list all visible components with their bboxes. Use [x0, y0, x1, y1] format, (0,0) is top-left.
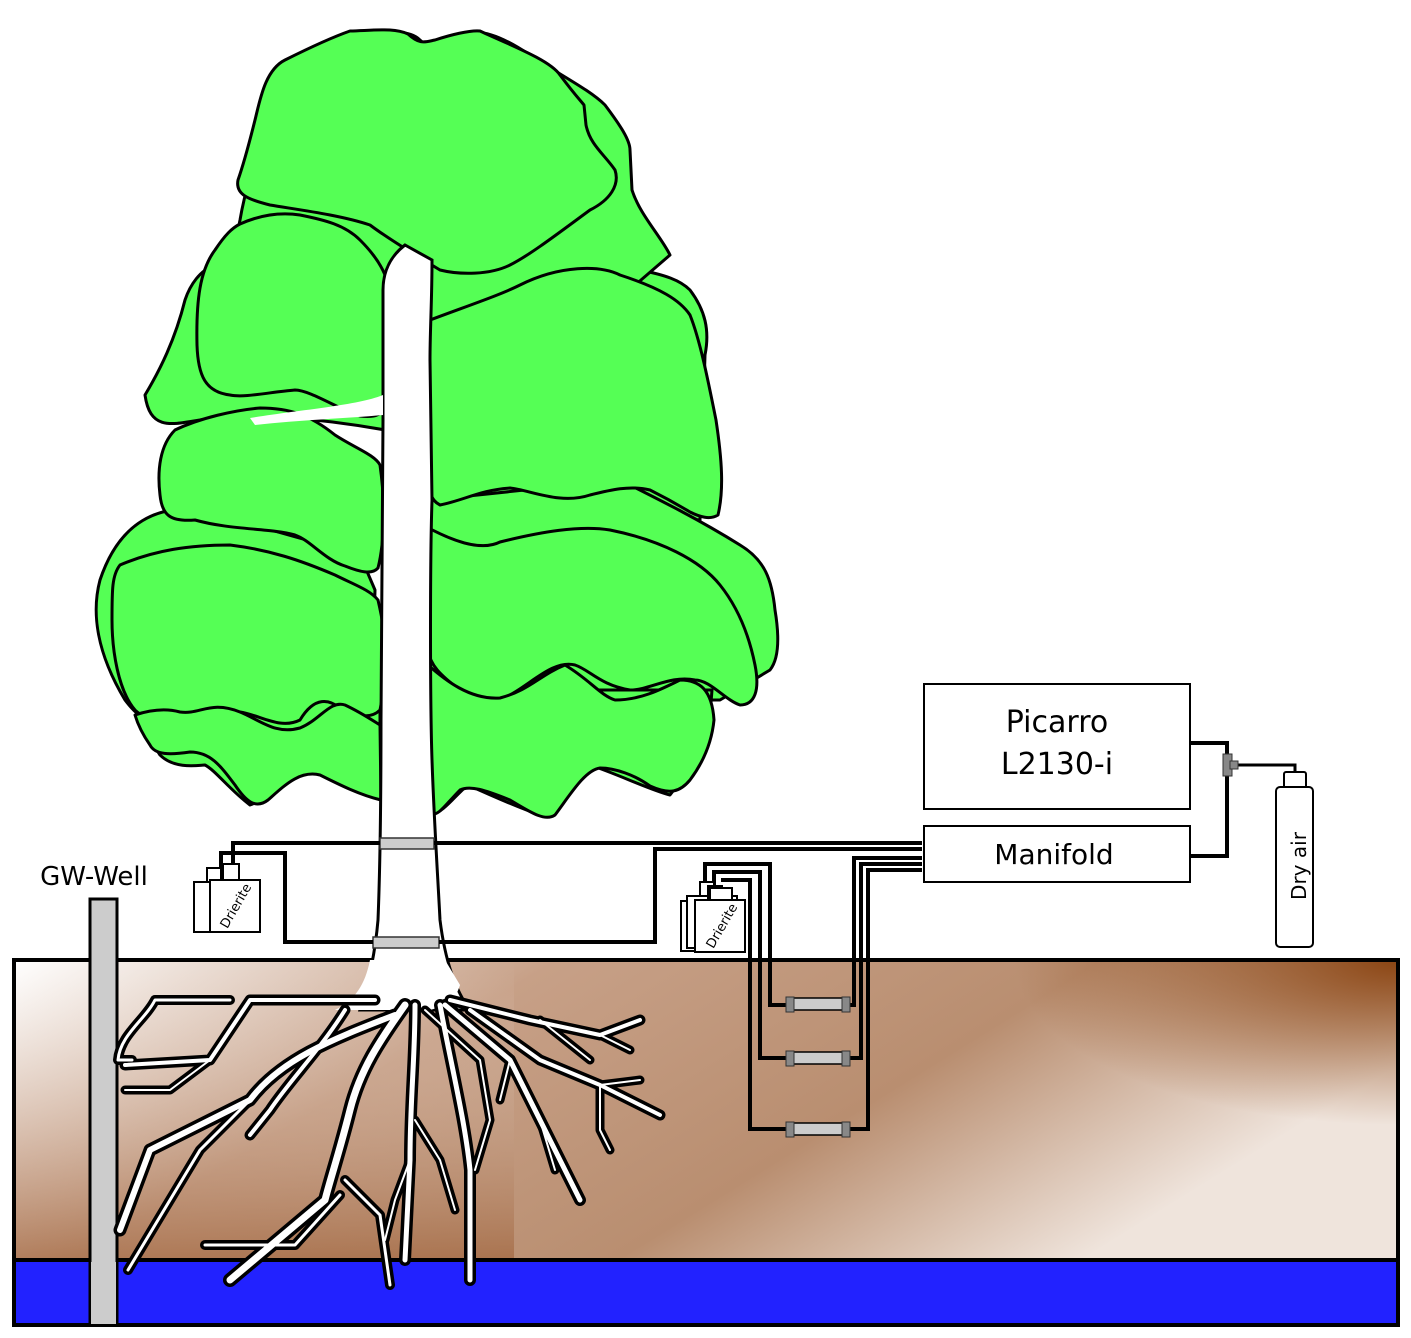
root-branch-fill — [384, 1159, 411, 1241]
root-branch-fill — [248, 1008, 347, 1137]
tree-canopy[interactable] — [94, 28, 780, 819]
soil-probe-3[interactable] — [785, 1121, 851, 1138]
stem-probe-lower[interactable] — [372, 936, 440, 949]
root-branch-fill — [442, 1002, 583, 1203]
tree-trunk[interactable] — [250, 243, 473, 1012]
root-branch-fill — [343, 1178, 392, 1287]
canopy-crown — [236, 28, 618, 275]
well-label: GW-Well — [40, 862, 148, 892]
root-branch-fill — [468, 1008, 662, 1117]
root-branch-fill — [599, 1079, 641, 1086]
root-branch-fill — [124, 1059, 211, 1091]
tree-roots — [113, 960, 666, 1290]
manifold[interactable]: Manifold — [923, 825, 1191, 883]
soil-probe-1[interactable] — [785, 996, 851, 1013]
root-branch-fill — [116, 998, 232, 1062]
root-branch-fill — [424, 1009, 491, 1171]
canopy-right-upper — [426, 267, 724, 520]
picarro-label-line1: Picarro — [1006, 705, 1108, 740]
root-branch-fill — [414, 1119, 456, 1211]
dry-air-cylinder[interactable]: Dry air — [1275, 771, 1314, 948]
tree-tubing — [219, 841, 922, 944]
stem-probe-upper[interactable] — [379, 837, 435, 850]
canopy-left-middle — [157, 406, 386, 574]
root-branch-fill — [126, 1098, 252, 1272]
root-branch-fill — [123, 998, 377, 1067]
root-branch-fill — [448, 998, 642, 1037]
soil-probe-2[interactable] — [785, 1050, 851, 1067]
dry-air-label: Dry air — [1287, 831, 1311, 900]
canopy-right-lower-back — [426, 663, 716, 819]
manifold-label: Manifold — [994, 838, 1113, 871]
drierite-soil[interactable]: Drierite — [680, 881, 746, 953]
root-branch-fill — [402, 1002, 418, 1263]
groundwater-layer — [12, 1258, 1400, 1327]
root-branch-fill — [539, 1019, 591, 1061]
root-branch-fill — [499, 1059, 511, 1101]
picarro-label-line2: L2130-i — [1001, 747, 1113, 782]
canopy-left-upper — [195, 212, 393, 419]
root-branch-fill — [599, 1034, 631, 1051]
groundwater-well[interactable] — [88, 897, 119, 1327]
root-branch-fill — [203, 1193, 342, 1247]
root-branch-fill — [226, 1001, 409, 1284]
picarro-analyzer[interactable]: Picarro L2130-i — [923, 683, 1191, 810]
canopy-left-lower-back — [133, 702, 383, 806]
soil-tubing — [703, 856, 922, 1131]
root-branch-fill — [539, 1119, 556, 1171]
root-branch-fill — [599, 1084, 611, 1151]
drierite-tree[interactable]: Drierite — [193, 863, 261, 933]
analyzer-tubing — [1190, 741, 1297, 858]
